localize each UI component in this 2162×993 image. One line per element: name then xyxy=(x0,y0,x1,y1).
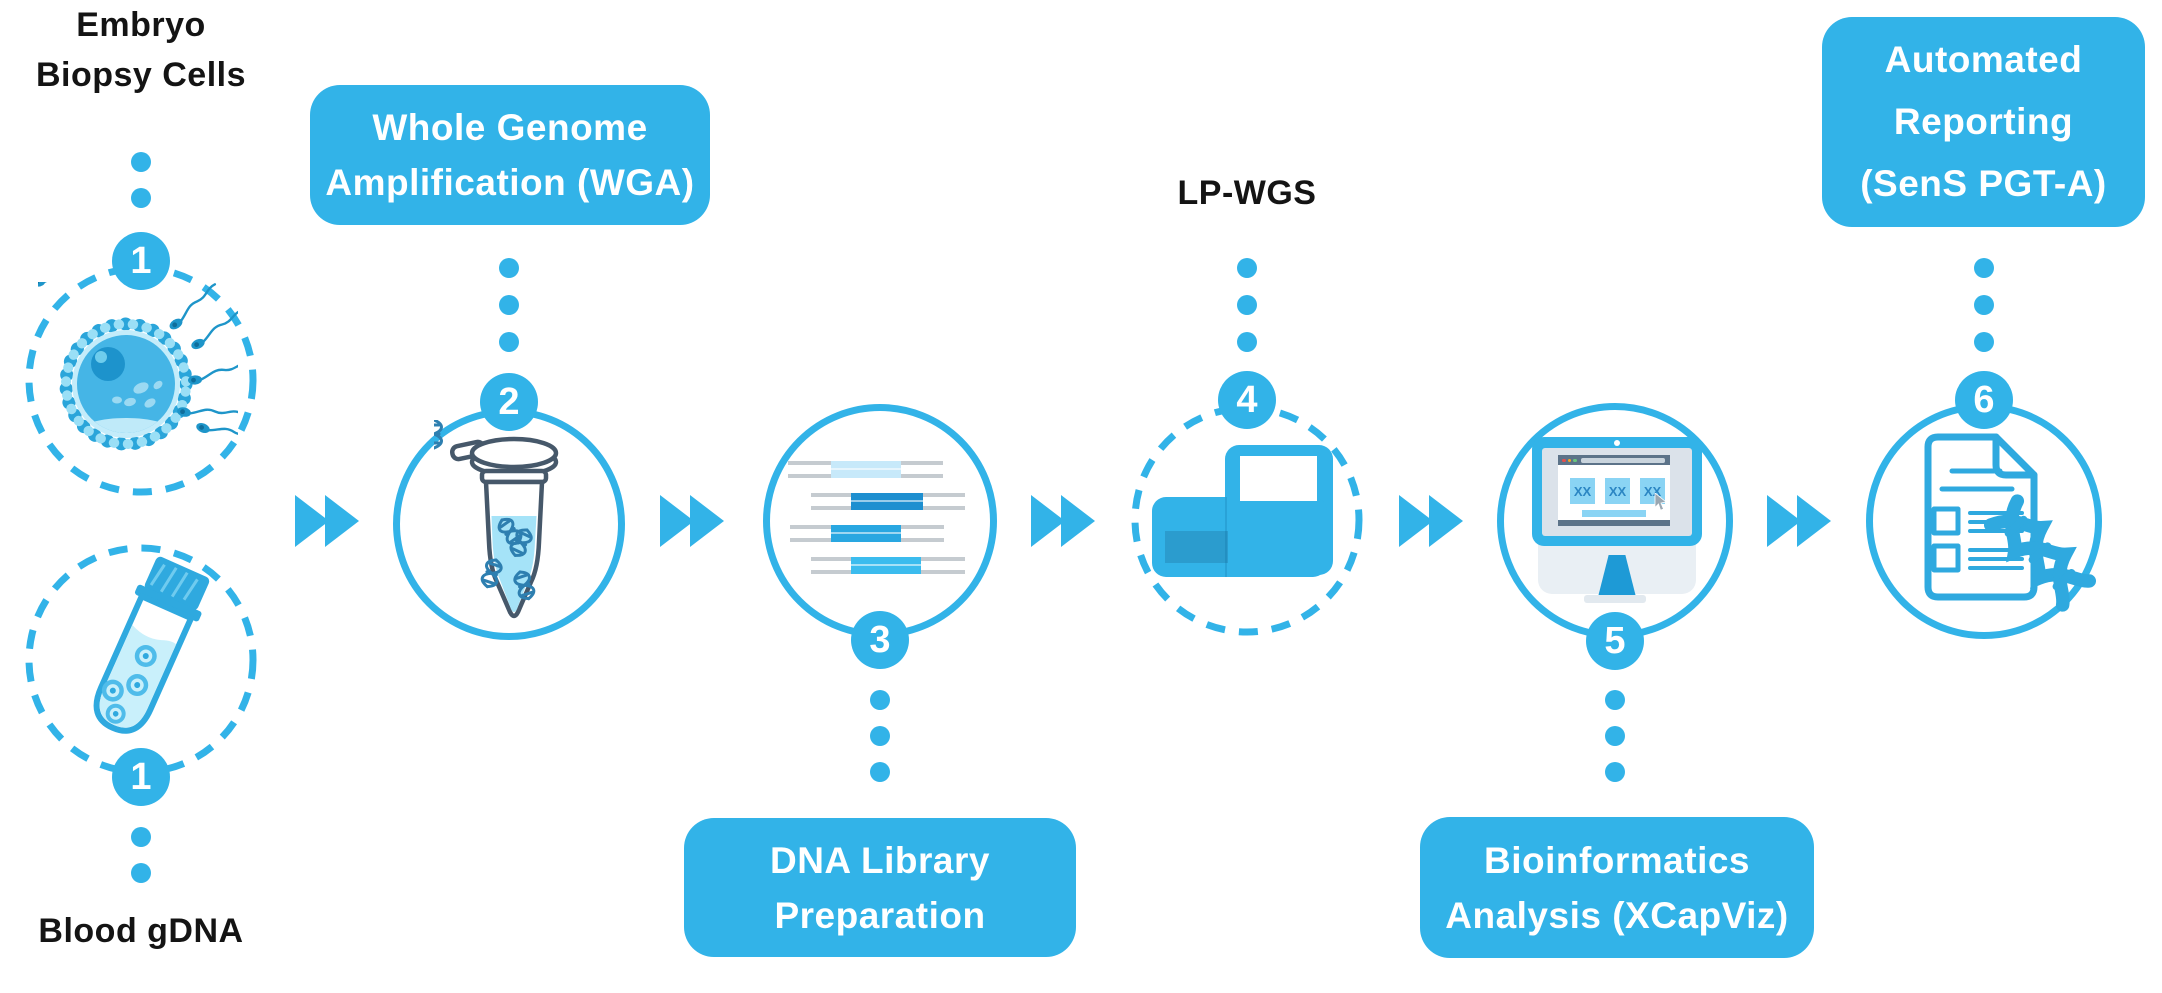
fast-forward-arrow-icon xyxy=(295,495,359,547)
blood-cells xyxy=(101,645,157,724)
address-bar xyxy=(1581,457,1665,463)
karyotype-card: XX xyxy=(1570,478,1595,504)
report-document-icon xyxy=(1924,433,2097,612)
step-4-badge: 4 xyxy=(1218,371,1276,429)
camera-dot-icon xyxy=(1614,440,1620,446)
fast-forward-arrow-icon xyxy=(660,495,724,547)
step-2-badge: 2 xyxy=(480,373,538,431)
dna-helix-icon xyxy=(1983,494,2097,612)
wga-step-label: Whole Genome Amplification (WGA) xyxy=(310,85,710,225)
connector-dots xyxy=(1974,258,1994,352)
embryo-dashed-circle xyxy=(25,264,257,496)
pcr-tube-icon xyxy=(434,420,559,619)
sequencer-icon xyxy=(1152,445,1334,580)
sequencer-dashed-circle xyxy=(1131,404,1363,636)
sperm-glyph xyxy=(38,282,47,287)
embryo-label-line1: Embryo xyxy=(76,6,206,44)
dna-helix-glyph xyxy=(434,420,443,450)
embryo-label-line2: Biopsy Cells xyxy=(35,56,247,94)
step-5-badge: 5 xyxy=(1586,612,1644,670)
fertilized-egg-icon xyxy=(38,282,238,454)
connector-dots xyxy=(1237,258,1257,352)
fast-forward-arrow-icon xyxy=(1767,495,1831,547)
browser-window: XX XX XX xyxy=(1558,455,1670,526)
browser-topbar xyxy=(1558,455,1670,465)
connector-dots xyxy=(870,690,890,782)
monitor-karyotype-icon: XX XX XX xyxy=(1532,437,1702,607)
reporting-step-label: Automated Reporting (SenS PGT-A) xyxy=(1822,17,2145,227)
karyotype-card: XX xyxy=(1605,478,1630,504)
bioinformatics-step-label: Bioinformatics Analysis (XCapViz) xyxy=(1420,817,1814,958)
lp-wgs-label: LP-WGS xyxy=(1177,174,1317,212)
connector-dots xyxy=(131,827,151,883)
karyotype-card: XX xyxy=(1640,478,1665,504)
step-1-badge-blood: 1 xyxy=(112,748,170,806)
connector-dots xyxy=(499,258,519,352)
blood-tube-icon xyxy=(93,556,210,734)
step-1-badge-embryo: 1 xyxy=(112,232,170,290)
fast-forward-arrow-icon xyxy=(1399,495,1463,547)
fast-forward-arrow-icon xyxy=(1031,495,1095,547)
cursor-icon xyxy=(1654,493,1667,511)
library-prep-step-label: DNA Library Preparation xyxy=(684,818,1076,957)
step-6-badge: 6 xyxy=(1955,371,2013,429)
dna-fragments-icon xyxy=(788,458,968,574)
connector-dots xyxy=(131,152,151,208)
step-3-badge: 3 xyxy=(851,611,909,669)
connector-dots xyxy=(1605,690,1625,782)
embryo-source-label: Embryo Biopsy Cells xyxy=(0,0,282,100)
blood-source-label: Blood gDNA xyxy=(38,912,244,950)
